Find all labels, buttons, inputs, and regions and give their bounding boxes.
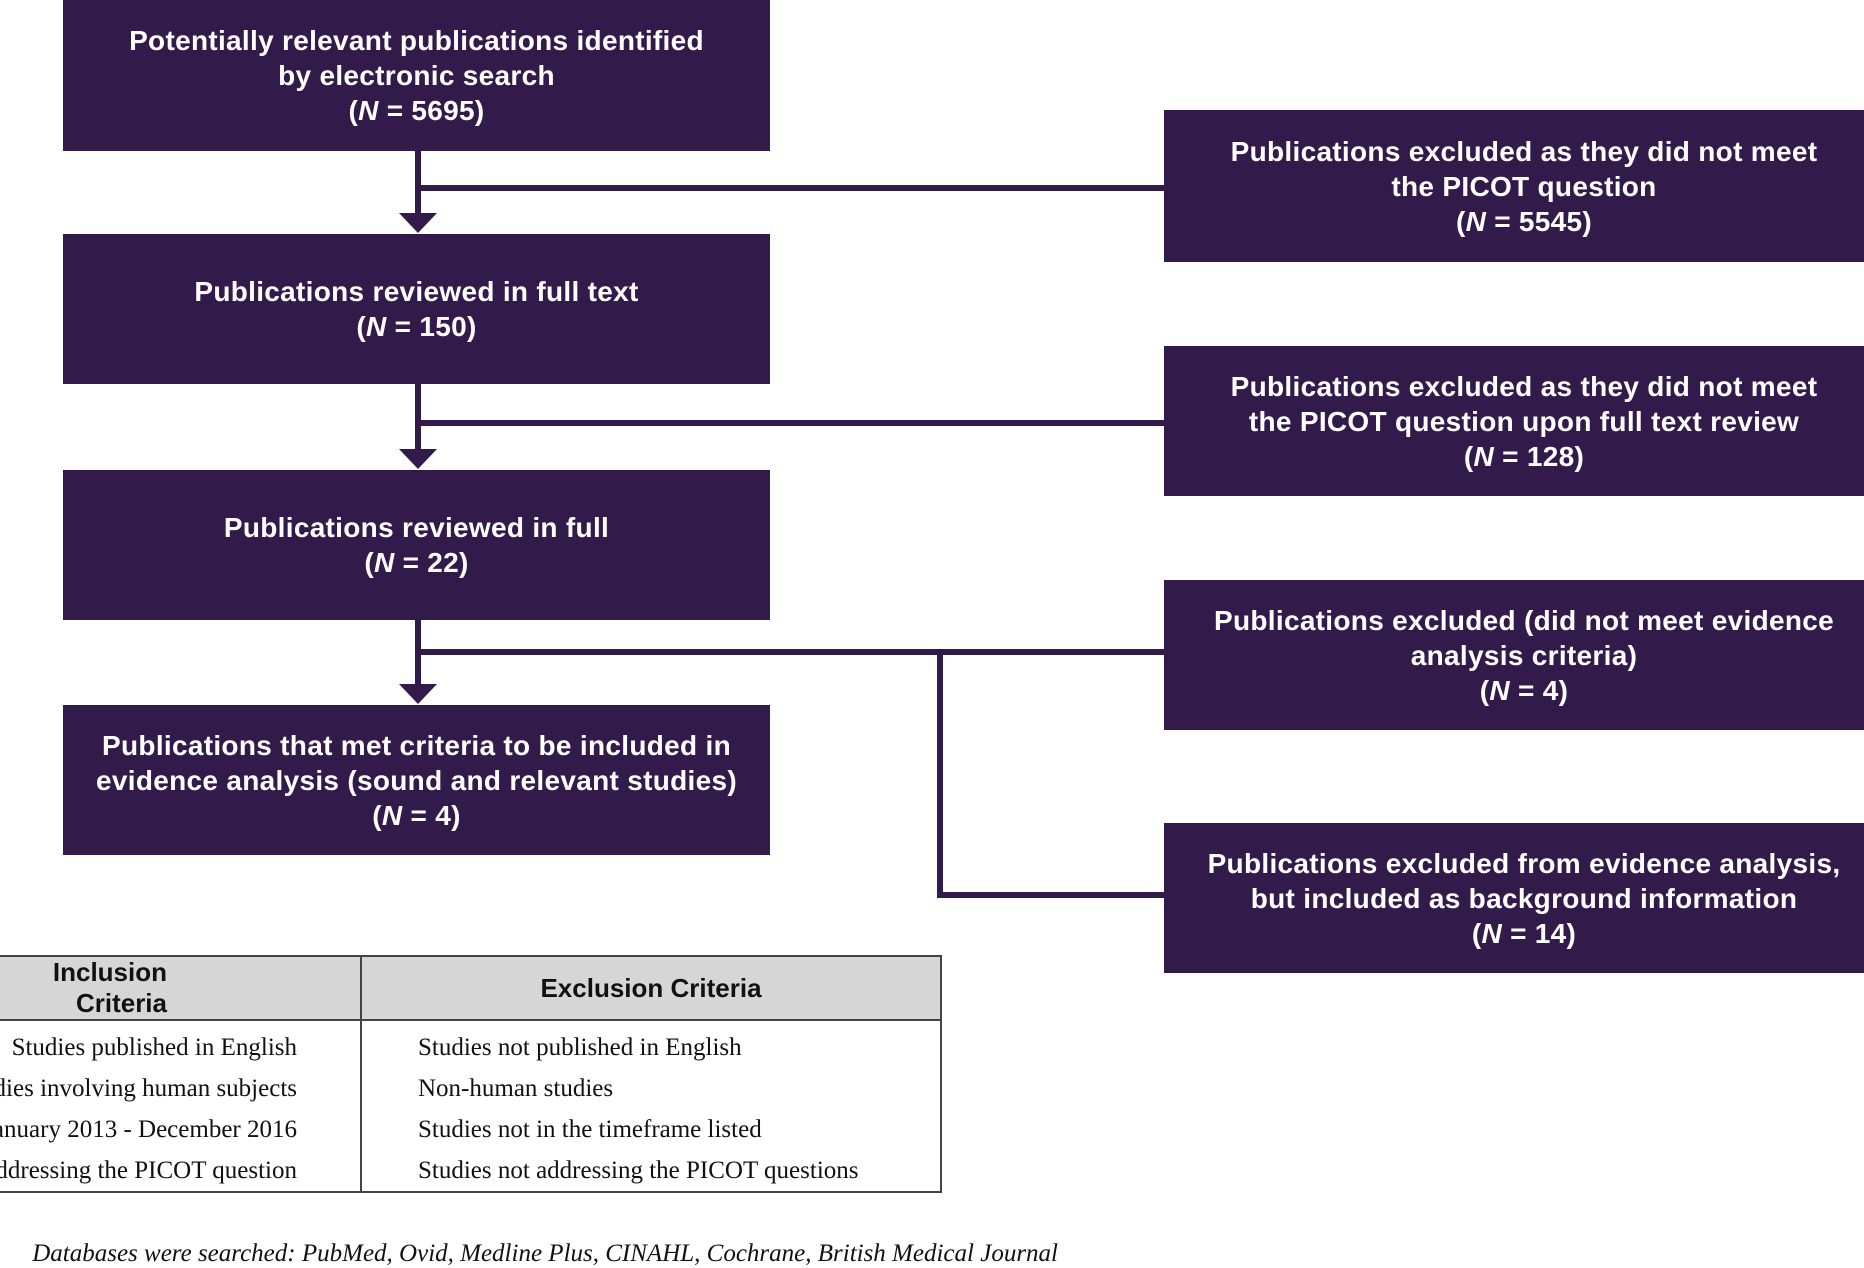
criteria-table: Inclusion Criteria Exclusion Criteria St… xyxy=(0,955,942,1193)
box-excluded-fulltext-line-2: the PICOT question upon full text review xyxy=(1248,405,1800,437)
count-value: = 150 xyxy=(394,311,467,342)
inclusion-cell-text: January 2013 - December 2016 xyxy=(0,1115,297,1143)
n-symbol: N xyxy=(1465,205,1487,237)
box-excluded-picot-line-2: the PICOT question xyxy=(1391,170,1657,202)
database-footnote: Databases were searched: PubMed, Ovid, M… xyxy=(0,1240,1058,1268)
inclusion-cell-text: Studies published in English xyxy=(11,1033,297,1061)
inclusion-cell: Studies involving human subjects xyxy=(0,1068,361,1109)
n-symbol: N xyxy=(1481,917,1502,949)
count-value: = 22 xyxy=(402,547,460,578)
box-excluded-background: Publications excluded from evidence anal… xyxy=(1164,823,1864,973)
inclusion-cell-text: Studies involving human subjects xyxy=(1,1074,297,1102)
inclusion-cell: Studies addressing the PICOT question xyxy=(0,1150,361,1192)
box-full-count: (N = 22) xyxy=(364,547,469,578)
table-row: Studies addressing the PICOT question St… xyxy=(0,1150,941,1192)
box-identified-line-1: Potentially relevant publications identi… xyxy=(129,25,704,56)
n-symbol: N xyxy=(358,95,379,126)
count-value: = 14 xyxy=(1510,917,1567,949)
box-identified: Potentially relevant publications identi… xyxy=(63,0,770,151)
box-excluded-evidence-count: (N = 4) xyxy=(1479,674,1569,706)
exclusion-criteria-header: Exclusion Criteria xyxy=(360,955,942,1021)
n-symbol: N xyxy=(1489,674,1510,706)
count-value: = 5545 xyxy=(1494,205,1583,237)
table-row: Studies involving human subjects Non-hum… xyxy=(0,1068,941,1109)
box-excluded-picot-line-1: Publications excluded as they did not me… xyxy=(1230,135,1818,167)
criteria-header-row: Inclusion Criteria Exclusion Criteria xyxy=(0,955,942,1021)
box-excluded-picot: Publications excluded as they did not me… xyxy=(1164,110,1864,262)
count-value: = 4 xyxy=(410,799,452,831)
box-excluded-background-count: (N = 14) xyxy=(1471,917,1577,949)
box-excluded-fulltext-count: (N = 128) xyxy=(1463,440,1585,472)
box-full-line-1: Publications reviewed in full xyxy=(223,512,610,543)
table-row: January 2013 - December 2016 Studies not… xyxy=(0,1109,941,1150)
box-included: Publications that met criteria to be inc… xyxy=(63,705,770,855)
box-included-line-2: evidence analysis (sound and relevant st… xyxy=(96,764,737,796)
arrowhead-3 xyxy=(399,684,437,704)
box-identified-line-2: by electronic search xyxy=(278,60,555,91)
box-excluded-evidence-line-1: Publications excluded (did not meet evid… xyxy=(1214,604,1834,636)
box-excluded-background-line-1: Publications excluded from evidence anal… xyxy=(1207,847,1841,879)
inclusion-cell: Studies published in English xyxy=(0,1020,361,1068)
box-excluded-evidence-line-2: analysis criteria) xyxy=(1410,639,1638,671)
box-excluded-fulltext: Publications excluded as they did not me… xyxy=(1164,346,1864,496)
arrowhead-2 xyxy=(399,449,437,469)
box-excluded-background-line-2: but included as background information xyxy=(1250,882,1798,914)
box-full-text-count: (N = 150) xyxy=(356,311,477,342)
exclusion-cell: Studies not in the timeframe listed xyxy=(360,1109,941,1150)
n-symbol: N xyxy=(381,799,403,831)
n-symbol: N xyxy=(1473,440,1495,472)
box-excluded-evidence: Publications excluded (did not meet evid… xyxy=(1164,580,1864,730)
exclusion-cell: Studies not addressing the PICOT questio… xyxy=(360,1150,941,1192)
box-excluded-picot-count: (N = 5545) xyxy=(1455,205,1593,237)
count-value: = 5695 xyxy=(386,95,475,126)
box-included-line-1: Publications that met criteria to be inc… xyxy=(102,729,731,761)
exclusion-cell: Non-human studies xyxy=(360,1068,941,1109)
box-identified-count: (N = 5695) xyxy=(348,95,485,126)
arrowhead-1 xyxy=(399,213,437,233)
box-excluded-fulltext-line-1: Publications excluded as they did not me… xyxy=(1230,370,1818,402)
database-footnote-text: Databases were searched: PubMed, Ovid, M… xyxy=(32,1240,1058,1267)
n-symbol: N xyxy=(366,311,387,342)
table-row: Studies published in English Studies not… xyxy=(0,1020,941,1068)
box-full-text: Publications reviewed in full text (N = … xyxy=(63,234,770,384)
n-symbol: N xyxy=(373,547,395,578)
box-included-count: (N = 4) xyxy=(372,799,461,831)
count-value: = 128 xyxy=(1502,440,1575,472)
inclusion-cell-text: Studies addressing the PICOT question xyxy=(1,1156,297,1184)
inclusion-criteria-header: Inclusion Criteria xyxy=(0,955,362,1021)
count-value: = 4 xyxy=(1518,674,1559,706)
inclusion-cell: January 2013 - December 2016 xyxy=(0,1109,361,1150)
box-full-text-line-1: Publications reviewed in full text xyxy=(194,276,639,307)
exclusion-cell: Studies not published in English xyxy=(360,1020,941,1068)
box-full: Publications reviewed in full (N = 22) xyxy=(63,470,770,620)
